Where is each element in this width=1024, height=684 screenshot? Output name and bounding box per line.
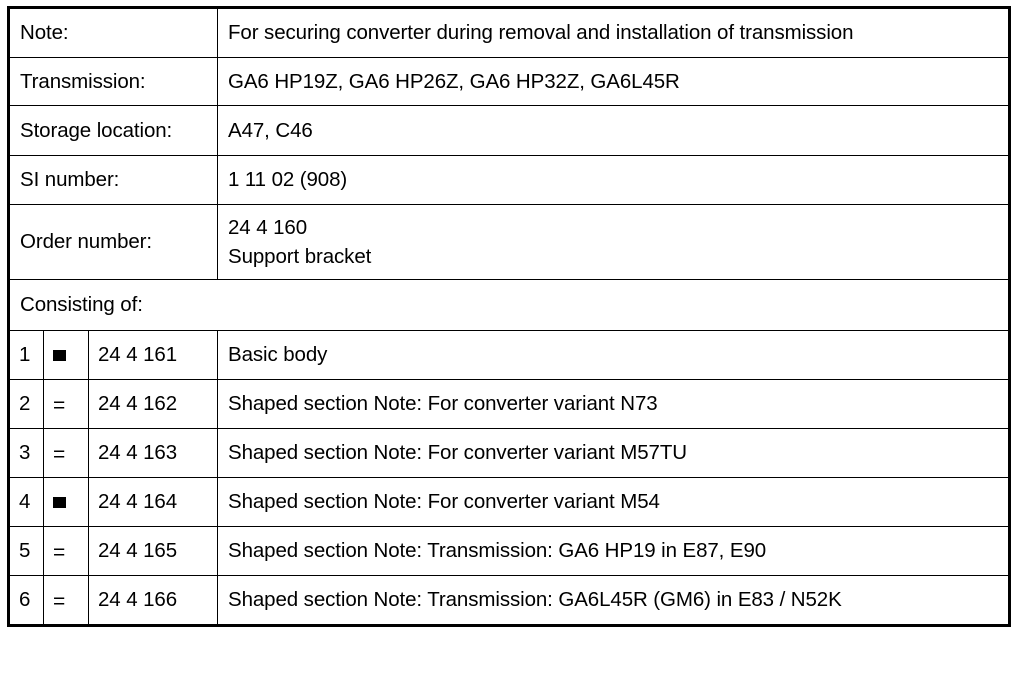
order-item-name: Support bracket: [228, 244, 372, 268]
item-description: Shaped section Note: For converter varia…: [217, 379, 1010, 429]
table-row: 3 = 24 4 163 Shaped section Note: For co…: [8, 428, 1010, 478]
row-label-storage-location: Storage location:: [8, 105, 218, 156]
row-label-order-number: Order number:: [8, 204, 218, 280]
table-row-note: Note: For securing converter during remo…: [8, 7, 1010, 58]
equals-icon: =: [53, 589, 66, 613]
row-value-storage-location: A47, C46: [217, 105, 1010, 156]
item-marker: [43, 330, 89, 380]
item-marker: =: [43, 428, 89, 478]
item-marker: =: [43, 379, 89, 429]
item-part-number: 24 4 162: [88, 379, 218, 429]
order-number-value: 24 4 160: [228, 216, 307, 240]
item-description: Basic body: [217, 330, 1010, 380]
table-row-si-number: SI number: 1 11 02 (908): [8, 155, 1010, 205]
table-row: 1 24 4 161 Basic body: [8, 330, 1010, 380]
row-label-transmission: Transmission:: [8, 57, 218, 106]
table-row-consisting-of: Consisting of:: [8, 279, 1010, 331]
item-marker: [43, 477, 89, 527]
special-tool-spec-table: Note: For securing converter during remo…: [7, 6, 1011, 627]
filled-square-icon: [53, 349, 66, 361]
item-part-number: 24 4 161: [88, 330, 218, 380]
item-description: Shaped section Note: Transmission: GA6 H…: [217, 526, 1010, 576]
item-index: 3: [8, 428, 44, 478]
table-row-order-number: Order number: 24 4 160 Support bracket: [8, 204, 1010, 280]
row-value-order-number: 24 4 160 Support bracket: [217, 204, 1010, 280]
item-index: 1: [8, 330, 44, 380]
row-value-note: For securing converter during removal an…: [217, 7, 1010, 58]
item-index: 2: [8, 379, 44, 429]
equals-icon: =: [53, 540, 66, 564]
item-part-number: 24 4 166: [88, 575, 218, 626]
item-description: Shaped section Note: For converter varia…: [217, 428, 1010, 478]
item-part-number: 24 4 163: [88, 428, 218, 478]
item-description: Shaped section Note: Transmission: GA6L4…: [217, 575, 1010, 626]
table-row: 4 24 4 164 Shaped section Note: For conv…: [8, 477, 1010, 527]
equals-icon: =: [53, 442, 66, 466]
item-part-number: 24 4 164: [88, 477, 218, 527]
item-index: 4: [8, 477, 44, 527]
row-value-si-number: 1 11 02 (908): [217, 155, 1010, 205]
table-row-transmission: Transmission: GA6 HP19Z, GA6 HP26Z, GA6 …: [8, 57, 1010, 106]
row-label-si-number: SI number:: [8, 155, 218, 205]
item-index: 5: [8, 526, 44, 576]
row-value-transmission: GA6 HP19Z, GA6 HP26Z, GA6 HP32Z, GA6L45R: [217, 57, 1010, 106]
item-marker: =: [43, 526, 89, 576]
table-row-storage-location: Storage location: A47, C46: [8, 105, 1010, 156]
item-marker: =: [43, 575, 89, 626]
table-row: 5 = 24 4 165 Shaped section Note: Transm…: [8, 526, 1010, 576]
item-part-number: 24 4 165: [88, 526, 218, 576]
equals-icon: =: [53, 393, 66, 417]
item-description: Shaped section Note: For converter varia…: [217, 477, 1010, 527]
filled-square-icon: [53, 496, 66, 508]
table-row: 2 = 24 4 162 Shaped section Note: For co…: [8, 379, 1010, 429]
item-index: 6: [8, 575, 44, 626]
consisting-of-label: Consisting of:: [8, 279, 1010, 331]
row-label-note: Note:: [8, 7, 218, 58]
table-row: 6 = 24 4 166 Shaped section Note: Transm…: [8, 575, 1010, 626]
